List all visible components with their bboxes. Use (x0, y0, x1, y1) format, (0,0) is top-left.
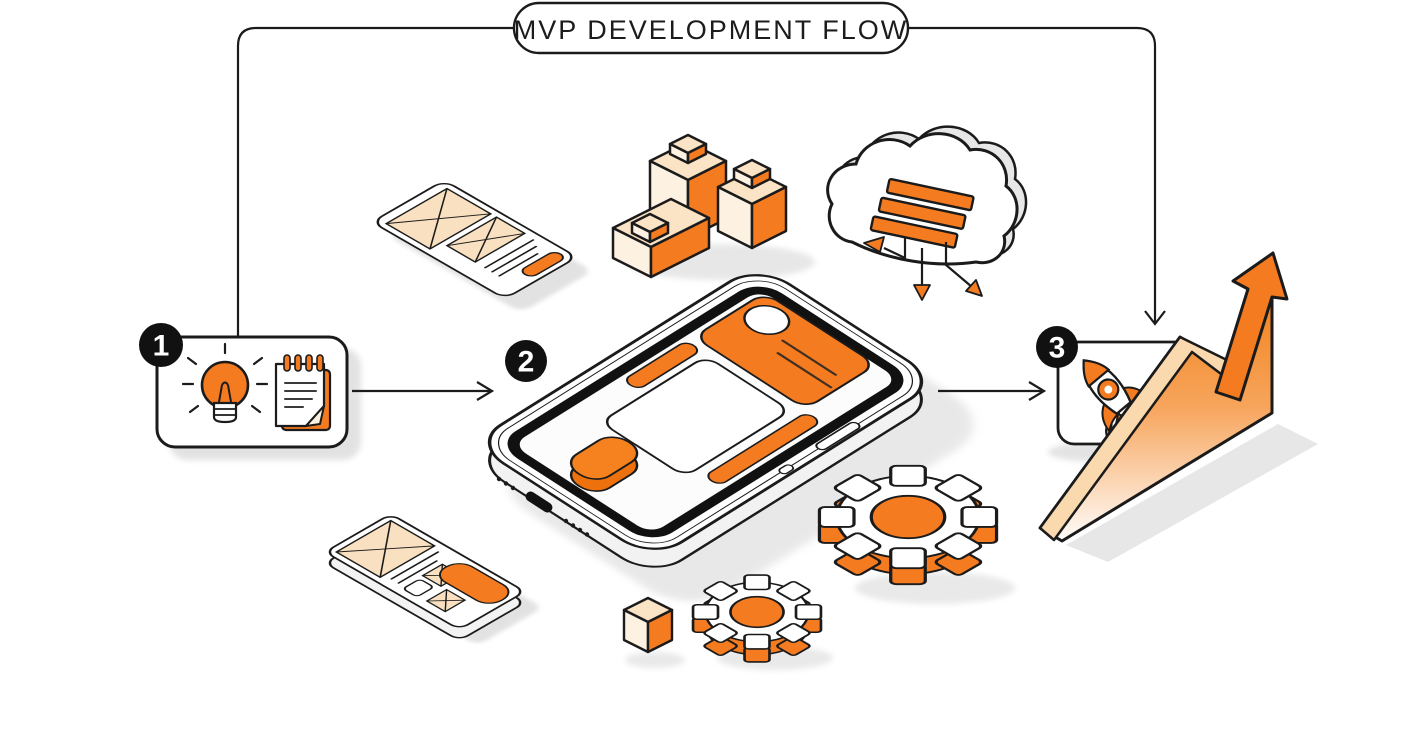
arrowhead-right-icon (1028, 381, 1047, 401)
gear-large-icon (781, 443, 1035, 607)
arrow-step2-to-step3 (938, 381, 1047, 401)
lightbulb-icon (181, 342, 269, 424)
cta-pill-icon (521, 252, 564, 277)
growth-arrow-icon (1038, 251, 1318, 562)
title-banner: MVP DEVELOPMENT FLOW (512, 1, 910, 55)
step-3-number: 3 (1049, 332, 1066, 365)
step-1-number: 1 (153, 330, 170, 363)
side-button-icon (778, 464, 795, 475)
charging-port-icon (496, 476, 590, 537)
step-badge-2: 2 (505, 340, 547, 382)
gear-hole (729, 595, 785, 629)
step-badge-3: 3 (1036, 326, 1078, 368)
ui-bottom-strip (707, 414, 819, 484)
connector-title-to-step3 (908, 26, 1166, 326)
arrowhead-icon (863, 236, 885, 253)
up-arrow-icon (1214, 251, 1289, 402)
server-bars-icon (869, 177, 975, 249)
ui-cta-button (569, 436, 639, 480)
wireframe-card-top-icon (376, 182, 573, 297)
arrowhead-icon (965, 279, 983, 297)
gear-small-icon (665, 558, 849, 679)
step-2-number: 2 (518, 346, 535, 379)
cube-shadow (625, 652, 685, 668)
notepad-icon (274, 354, 332, 432)
side-button-icon (815, 421, 861, 451)
ui-top-strip (626, 342, 699, 388)
step1-card (155, 335, 349, 449)
page-title: MVP DEVELOPMENT FLOW (514, 15, 909, 45)
deploy-arrows (883, 237, 973, 288)
avatar (743, 304, 791, 335)
gear-hole (869, 494, 947, 540)
arrowhead-down-icon (1144, 310, 1166, 326)
gear-shadow (855, 572, 1015, 604)
building-blocks-icon (611, 133, 788, 279)
arrowhead-right-icon (476, 381, 495, 401)
ui-content-card (605, 359, 786, 474)
arrow-step1-to-step2 (352, 381, 495, 401)
ui-header-card (700, 296, 870, 405)
step-badge-1: 1 (139, 323, 183, 367)
cta-pill-icon (438, 563, 510, 604)
cloud-deploy-icon (826, 125, 1028, 301)
rocket-nose (1082, 359, 1111, 389)
placeholder-chip-icon (403, 579, 433, 597)
mountain-shadow (1066, 424, 1318, 562)
wireframe-card-bottom-icon (328, 516, 522, 628)
connector-title-to-step1 (236, 26, 514, 337)
arrowhead-icon (913, 284, 931, 301)
cube-icon (622, 596, 674, 654)
